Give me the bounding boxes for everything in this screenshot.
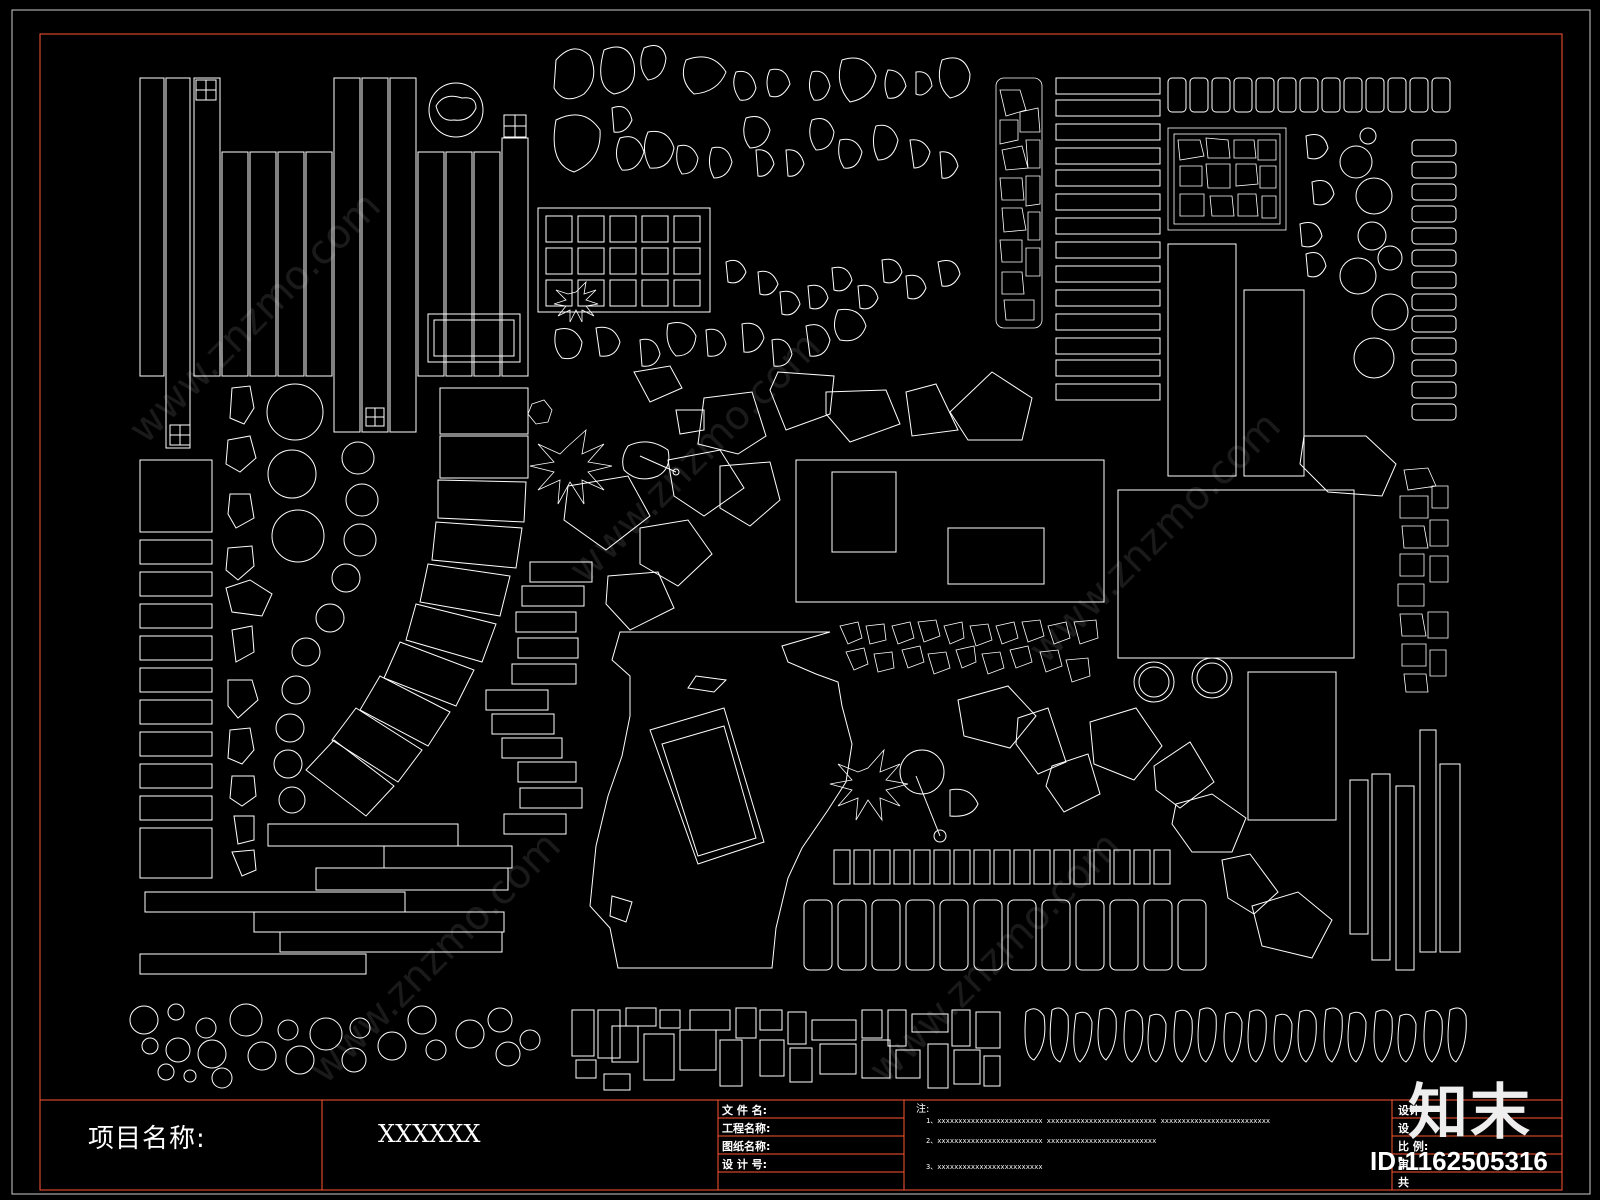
rings [1133,657,1233,703]
note-line-3: 3、xxxxxxxxxxxxxxxxxxxxxxxxx [926,1163,1043,1171]
vertical-bars-right [1349,729,1461,971]
curved-stone-path [305,387,529,817]
tile-row-lower [803,849,1207,971]
paving-slabs-left [139,459,513,975]
rounded-tiles-right-col [1411,139,1457,421]
circle-stones-left [266,383,379,814]
right-field-1: 设计 [1398,1104,1420,1117]
right-field-5: 共 [1398,1176,1409,1189]
field-project-name: 工程名称: [722,1122,771,1135]
inner-frame [39,33,1563,1191]
organic-stones-bottom [1024,1007,1467,1063]
crazy-paving-strip [995,77,1043,329]
boulder-row-middle [554,258,961,367]
note-line-1: 1、xxxxxxxxxxxxxxxxxxxxxxxxx xxxxxxxxxxxx… [926,1117,1271,1125]
right-field-scale: 比 例: [1398,1140,1429,1153]
tall-rects-right [1167,243,1305,477]
small-stone-band [839,619,1099,683]
rounded-tiles-top-right [1167,77,1451,113]
lawn-area [589,631,979,969]
boulder-cluster-top [553,45,971,179]
flagstones-right-lower [957,435,1397,959]
step-slabs-center [485,561,593,835]
building-blocks [795,459,1355,821]
crazy-paving-square [1167,127,1287,231]
right-field-4: 审 [1398,1158,1409,1171]
field-file-name: 文 件 名: [722,1104,768,1117]
random-slabs-bottom [571,1007,1001,1091]
crazy-paving-right-strip [1397,467,1449,693]
note-line-2: 2、xxxxxxxxxxxxxxxxxxxxxxxxx xxxxxxxxxxxx… [926,1137,1157,1145]
field-design-number: 设 计 号: [722,1158,768,1171]
plank-group-left [139,77,333,449]
plank-stack-right [1055,77,1161,401]
brand-logo: 知末 [1408,1078,1532,1148]
outer-border [11,9,1591,1195]
water-feature-top [622,441,680,480]
project-name-value: XXXXXX [378,1120,481,1148]
pebble-circles-bottom [129,1003,541,1089]
project-name-label: 项目名称: [88,1124,206,1154]
flagstones-center [563,365,1033,631]
right-field-2: 设 [1398,1122,1409,1135]
watermark-id: ID:1162505316 [1370,1146,1548,1176]
stepping-stones-left [225,385,273,877]
circle-shrubs-right [1299,127,1409,379]
grid-paving [537,207,711,313]
notes-heading: 注: [916,1104,930,1115]
plank-group-center [333,77,529,433]
shrub-symbol [527,280,909,822]
field-drawing-name: 图纸名称: [722,1140,771,1153]
